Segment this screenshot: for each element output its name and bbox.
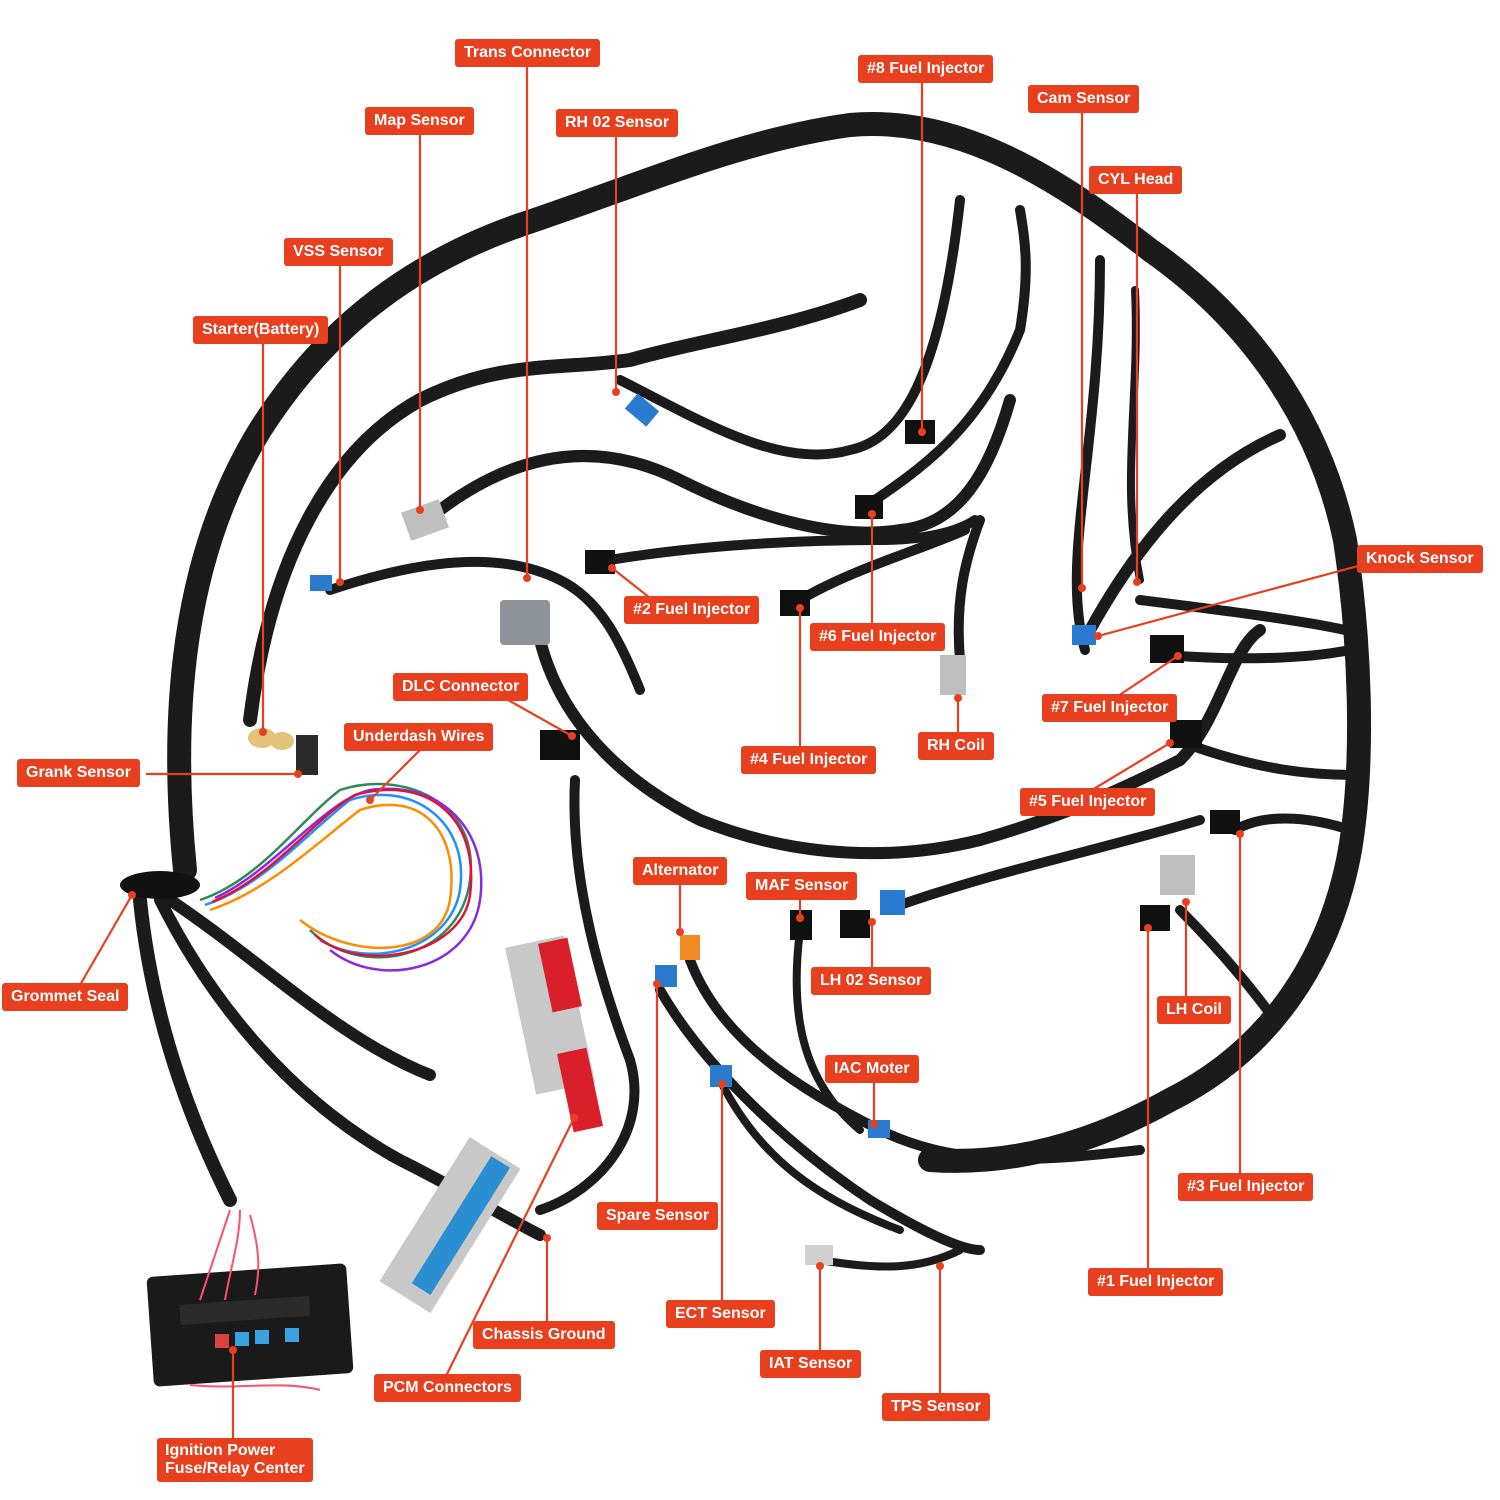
lower-loom-a [133, 893, 237, 1207]
branch-inj-3 [1230, 813, 1355, 835]
label-dlc-connector: DLC Connector [393, 673, 529, 701]
pcm-connector-red [505, 935, 603, 1133]
label-iac-motor: IAC Moter [825, 1055, 919, 1083]
branch-inj-5 [1185, 740, 1360, 780]
label-chassis-ground: Chassis Ground [473, 1321, 615, 1349]
label-alternator: Alternator [633, 857, 728, 885]
branch-cam-cyl [1071, 255, 1105, 655]
leader-lines [79, 66, 1359, 1438]
underdash-wires [199, 782, 483, 972]
label-cyl-head: CYL Head [1089, 166, 1183, 194]
label-rh-o2-sensor: RH 02 Sensor [556, 109, 679, 137]
relay-wires [189, 1209, 321, 1391]
branch-knock-2 [1135, 595, 1350, 635]
label-fuel-injector-5: #5 Fuel Injector [1020, 788, 1156, 816]
label-fuel-injector-4: #4 Fuel Injector [741, 746, 877, 774]
label-crank-sensor: Grank Sensor [17, 759, 140, 787]
lower-loom-c [164, 894, 436, 1081]
label-maf-sensor: MAF Sensor [746, 872, 858, 900]
pcm-connector-blue [379, 1137, 521, 1313]
label-fuel-injector-7: #7 Fuel Injector [1042, 694, 1178, 722]
branch-injector-4 [795, 525, 970, 605]
label-ignition-power-line2: Fuse/Relay Center [165, 1460, 305, 1477]
label-ignition-power: Ignition Power Fuse/Relay Center [157, 1438, 313, 1482]
dlc-branch [535, 775, 640, 1215]
label-fuel-injector-2: #2 Fuel Injector [624, 596, 760, 624]
vss-branch [325, 556, 645, 695]
fuse-relay-center [146, 1263, 354, 1387]
label-rh-coil: RH Coil [918, 732, 994, 760]
label-ignition-power-line1: Ignition Power [165, 1442, 276, 1459]
label-trans-connector: Trans Connector [455, 39, 601, 67]
label-underdash-wires: Underdash Wires [344, 723, 494, 751]
label-knock-sensor: Knock Sensor [1357, 545, 1483, 573]
branch-rh-o2 [615, 195, 965, 460]
branch-knock [1084, 429, 1286, 636]
label-grommet-seal: Grommet Seal [2, 983, 129, 1011]
sensor-branch-2 [655, 985, 985, 1255]
label-fuel-injector-6: #6 Fuel Injector [810, 623, 946, 651]
label-starter-battery: Starter(Battery) [193, 316, 329, 344]
inner-loom-b [434, 394, 1016, 539]
label-lh-coil: LH Coil [1157, 996, 1231, 1024]
tps-branch [816, 1246, 964, 1271]
lh-o2-branch [895, 815, 1205, 910]
label-ect-sensor: ECT Sensor [666, 1300, 775, 1328]
sensor-branch-3 [716, 1076, 904, 1234]
label-pcm-connectors: PCM Connectors [374, 1374, 521, 1402]
label-tps-sensor: TPS Sensor [882, 1393, 990, 1421]
label-vss-sensor: VSS Sensor [284, 238, 393, 266]
grommet [120, 871, 200, 899]
sensor-branch-4 [792, 926, 864, 1134]
branch-rh-coil [953, 515, 985, 665]
branch-inj-7 [1160, 645, 1355, 664]
branch-cyl [1126, 286, 1144, 584]
label-fuel-injector-1: #1 Fuel Injector [1088, 1268, 1224, 1296]
main-loom [167, 112, 1372, 1173]
inner-loom [243, 293, 867, 727]
trans-branch [534, 624, 1266, 860]
label-fuel-injector-3: #3 Fuel Injector [1178, 1173, 1314, 1201]
label-map-sensor: Map Sensor [365, 107, 474, 135]
leader-dots [128, 388, 1244, 1354]
label-spare-sensor: Spare Sensor [597, 1202, 719, 1230]
branch-injector-6 [855, 205, 1031, 515]
label-fuel-injector-8: #8 Fuel Injector [858, 55, 994, 83]
label-lh-o2-sensor: LH 02 Sensor [811, 967, 932, 995]
label-iat-sensor: IAT Sensor [760, 1350, 862, 1378]
label-cam-sensor: Cam Sensor [1028, 85, 1140, 113]
lower-loom-b [154, 894, 546, 1241]
